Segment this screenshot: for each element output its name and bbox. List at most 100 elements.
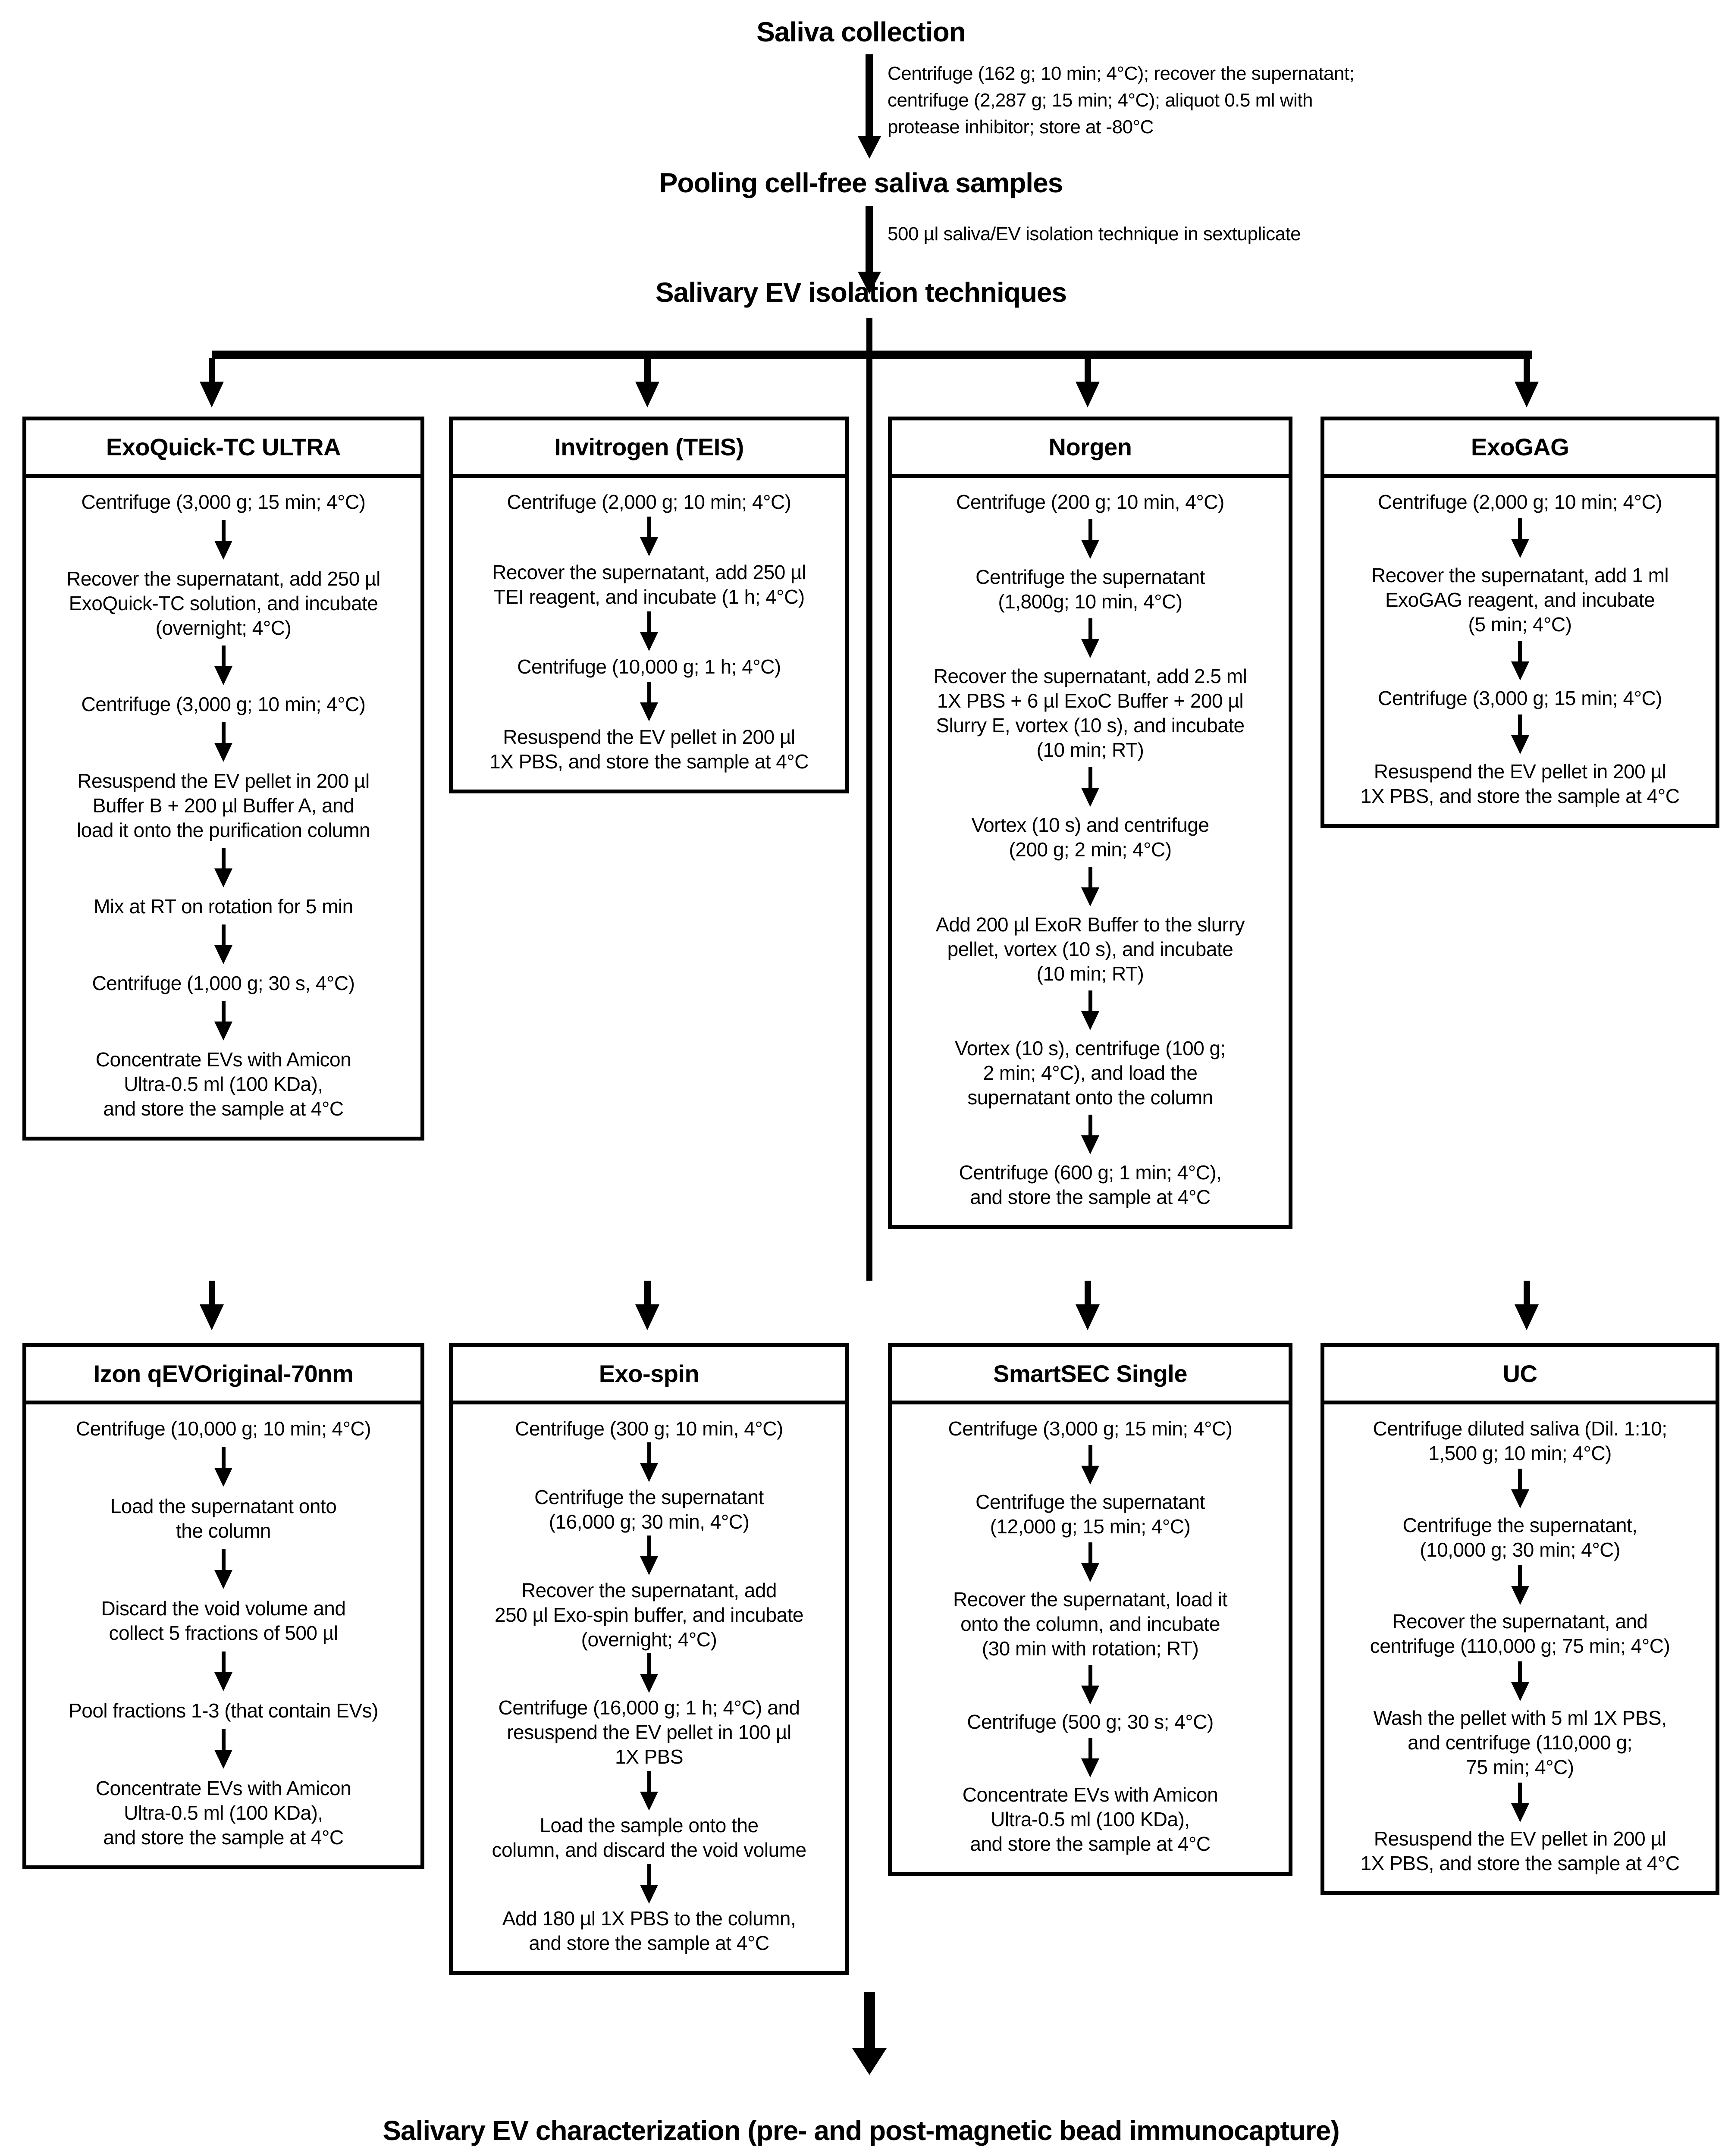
method-title: Norgen — [892, 420, 1289, 478]
step-line: Recover the supernatant, add 2.5 ml — [933, 665, 1247, 688]
step-text: Centrifuge (3,000 g; 10 min; 4°C) — [81, 692, 366, 717]
arrow-head — [1081, 788, 1099, 808]
arrow-stem — [864, 1992, 875, 2048]
down-arrow-icon — [858, 54, 881, 160]
method-steps: Centrifuge (300 g; 10 min, 4°C) Centrifug… — [453, 1404, 845, 1971]
arrow-head — [1076, 382, 1100, 409]
step-line: Mix at RT on rotation for 5 min — [94, 895, 353, 918]
step-text: Centrifuge (3,000 g; 15 min; 4°C) — [948, 1416, 1233, 1441]
step-line: and store the sample at 4°C — [103, 1826, 344, 1849]
down-arrow-icon — [640, 681, 658, 723]
down-arrow-icon — [1515, 358, 1539, 409]
arrow-head — [852, 2048, 887, 2076]
method-box-exoquick: ExoQuick-TC ULTRA Centrifuge (3,000 g; 1… — [22, 417, 424, 1141]
down-arrow-icon — [1081, 866, 1099, 908]
step-line: Centrifuge the supernatant — [975, 1490, 1205, 1513]
step-line: column, and discard the void volume — [492, 1839, 806, 1861]
down-arrow-icon — [852, 1992, 887, 2076]
step-line: Add 200 µl ExoR Buffer to the slurry — [936, 913, 1245, 936]
arrow-head — [200, 1304, 224, 1332]
step-line: Ultra-0.5 ml (100 KDa), — [124, 1073, 323, 1095]
arrow-stem — [647, 1653, 651, 1674]
arrow-stem — [647, 611, 651, 632]
step-text: Centrifuge (300 g; 10 min, 4°C) — [515, 1416, 783, 1441]
step-text: Centrifuge (200 g; 10 min, 4°C) — [956, 490, 1224, 514]
step-line: Ultra-0.5 ml (100 KDa), — [124, 1802, 323, 1824]
down-arrow-icon — [214, 646, 232, 686]
step-line: Resuspend the EV pellet in 200 µl — [77, 769, 370, 792]
arrow-head — [640, 1884, 658, 1905]
arrow-stem — [647, 1864, 651, 1885]
step-text: Pool fractions 1-3 (that contain EVs) — [69, 1698, 378, 1723]
arrow-head — [1081, 639, 1099, 659]
arrow-stem — [1088, 990, 1092, 1012]
arrow-head — [1511, 1803, 1529, 1824]
down-arrow-icon — [214, 1729, 232, 1770]
step-text: Centrifuge diluted saliva (Dil. 1:10;1,5… — [1373, 1416, 1667, 1466]
arrow-head — [200, 382, 224, 409]
arrow-head — [1511, 1586, 1529, 1606]
arrow-stem — [1088, 866, 1092, 887]
step-line: Centrifuge (300 g; 10 min, 4°C) — [515, 1417, 783, 1440]
step-text: Centrifuge (3,000 g; 15 min; 4°C) — [1378, 686, 1662, 711]
step-text: Vortex (10 s), centrifuge (100 g;2 min; … — [955, 1036, 1226, 1110]
down-arrow-icon — [1511, 641, 1529, 682]
arrow-stem — [647, 1771, 651, 1792]
down-arrow-icon — [214, 722, 232, 763]
arrow-stem — [647, 681, 651, 702]
step-line: resuspend the EV pellet in 100 µl — [507, 1721, 791, 1744]
method-title: Izon qEVOriginal-70nm — [26, 1347, 420, 1404]
flow-title-characterization: Salivary EV characterization (pre- and p… — [383, 2115, 1339, 2146]
down-arrow-icon — [200, 1281, 224, 1332]
step-line: Centrifuge (3,000 g; 10 min; 4°C) — [81, 693, 366, 715]
step-text: Centrifuge (500 g; 30 s; 4°C) — [967, 1710, 1214, 1734]
step-line: Vortex (10 s) and centrifuge — [971, 813, 1209, 836]
step-line: centrifuge (110,000 g; 75 min; 4°C) — [1370, 1635, 1670, 1657]
method-title: ExoQuick-TC ULTRA — [26, 420, 420, 478]
arrow-stem — [1518, 1661, 1522, 1683]
step-text: Centrifuge the supernatant(12,000 g; 15 … — [975, 1490, 1205, 1539]
arrow-stem — [647, 517, 651, 538]
down-arrow-icon — [640, 1442, 658, 1483]
arrow-head — [640, 702, 658, 723]
arrow-stem — [221, 848, 226, 869]
step-line: Centrifuge (16,000 g; 1 h; 4°C) and — [498, 1696, 800, 1719]
step-line: (overnight; 4°C) — [155, 616, 292, 639]
arrow-stem — [1518, 1565, 1522, 1586]
arrow-head — [1081, 1758, 1099, 1779]
arrow-head — [1081, 1685, 1099, 1706]
down-arrow-icon — [635, 358, 659, 409]
step-text: Centrifuge the supernatant,(10,000 g; 30… — [1403, 1513, 1637, 1562]
arrow-head — [1081, 1465, 1099, 1486]
down-arrow-icon — [214, 520, 232, 561]
down-arrow-icon — [1076, 1281, 1100, 1332]
arrow-head — [214, 1750, 232, 1770]
down-arrow-icon — [1081, 767, 1099, 808]
step-line: Buffer B + 200 µl Buffer A, and — [92, 794, 354, 817]
down-arrow-icon — [640, 611, 658, 652]
branch-bar — [212, 351, 1532, 359]
arrow-stem — [1518, 641, 1522, 662]
step-line: and centrifuge (110,000 g; — [1408, 1731, 1632, 1754]
step-line: Centrifuge diluted saliva (Dil. 1:10; — [1373, 1417, 1667, 1440]
down-arrow-icon — [1511, 1469, 1529, 1510]
method-steps: Centrifuge (200 g; 10 min, 4°C)Centrifug… — [892, 478, 1289, 1225]
arrow-stem — [1088, 1115, 1092, 1136]
step-line: load it onto the purification column — [76, 818, 370, 841]
arrow-head — [640, 537, 658, 558]
method-steps: Centrifuge (3,000 g; 15 min; 4°C) Centrif… — [892, 1404, 1289, 1872]
step-line: collect 5 fractions of 500 µl — [109, 1622, 338, 1644]
arrow-head — [1511, 1682, 1529, 1702]
arrow-stem — [221, 924, 226, 945]
step-line: 1,500 g; 10 min; 4°C) — [1428, 1442, 1612, 1464]
down-arrow-icon — [1081, 1542, 1099, 1583]
arrow-stem — [1518, 518, 1522, 539]
step-line: (30 min with rotation; RT) — [982, 1637, 1199, 1660]
arrow-stem — [1088, 519, 1092, 540]
